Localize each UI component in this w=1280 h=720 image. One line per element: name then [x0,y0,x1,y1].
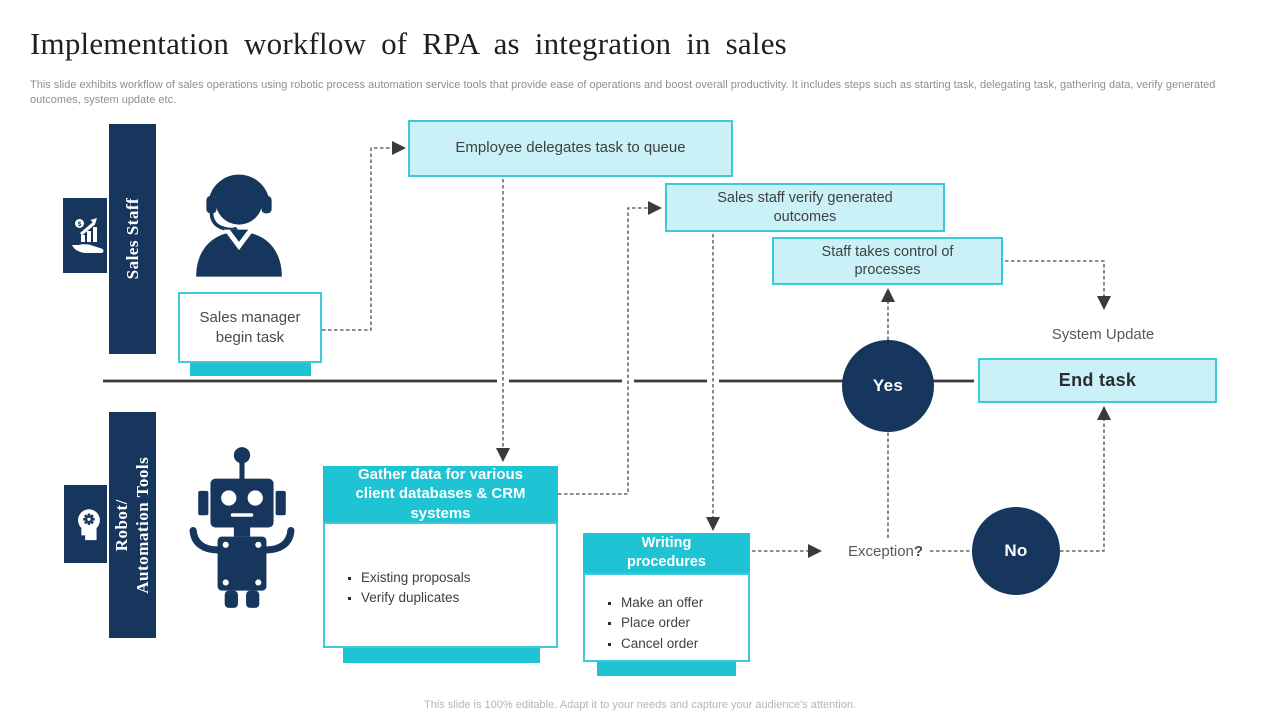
node-label: Sales manager begin task [199,309,301,346]
list-item: Cancel order [621,634,748,654]
robot-icon [186,443,298,612]
support-agent-icon [188,160,290,282]
exception-question-mark: ? [913,543,924,560]
node-gather-data: Gather data for various client databases… [323,466,558,648]
node-end-task: End task [978,358,1217,403]
node-label: Sales staff verify generated outcomes [717,190,893,225]
node-label: Employee delegates task to queue [455,139,686,157]
lane-banner-sales-staff: Sales Staff [107,124,156,354]
slide-footer: This slide is 100% editable. Adapt it to… [424,699,856,711]
list-item: Place order [621,613,748,633]
card-title: Writing procedures [583,533,750,573]
svg-text:$: $ [77,220,81,227]
card-body: Make an offerPlace orderCancel order [583,573,750,662]
node-staff-takes-control: Staff takes control of processes [772,237,1003,285]
list-item: Existing proposals [361,568,556,588]
lane-label-robot-automation: Robot/ Automation Tools [111,457,154,594]
node-label: Staff takes control of processes [821,243,954,278]
decision-yes-circle: Yes [842,340,934,432]
decision-label: Yes [872,376,904,395]
exception-text: Exception [848,543,914,560]
lane-label-line: Automation Tools [133,456,153,594]
hand-growth-icon: $ [63,198,112,273]
card-body: Existing proposalsVerify duplicates [323,522,558,648]
card-title: Gather data for various client databases… [323,466,558,522]
page-title: Implementation workflow of RPA as integr… [30,26,787,61]
lane-banner-robot-automation: Robot/ Automation Tools [107,412,156,638]
node-sales-staff-verify: Sales staff verify generated outcomes [665,183,945,232]
lane-label-line: Sales Staff [122,198,142,280]
slide-subtitle: This slide exhibits workflow of sales op… [30,79,1216,107]
shadow-bar [190,363,311,376]
exception-label: Exception? [848,543,923,560]
bullet-list: Make an offerPlace orderCancel order [585,593,748,654]
decision-label: No [1004,541,1028,560]
list-item: Verify duplicates [361,588,556,608]
system-update-label: System Update [1051,326,1155,343]
list-item: Make an offer [621,593,748,613]
shadow-bar [343,648,540,663]
node-writing-procedures: Writing procedures Make an offerPlace or… [583,533,750,662]
node-label: End task [1058,370,1137,391]
node-employee-delegates: Employee delegates task to queue [408,120,733,177]
shadow-bar [597,662,736,676]
lane-label-sales-staff: Sales Staff [122,198,143,280]
decision-no-circle: No [972,507,1060,595]
head-gear-icon [64,485,112,563]
lane-label-line: Robot/ [112,498,132,552]
bullet-list: Existing proposalsVerify duplicates [325,568,556,609]
node-sales-manager-begin: Sales manager begin task [178,292,322,363]
